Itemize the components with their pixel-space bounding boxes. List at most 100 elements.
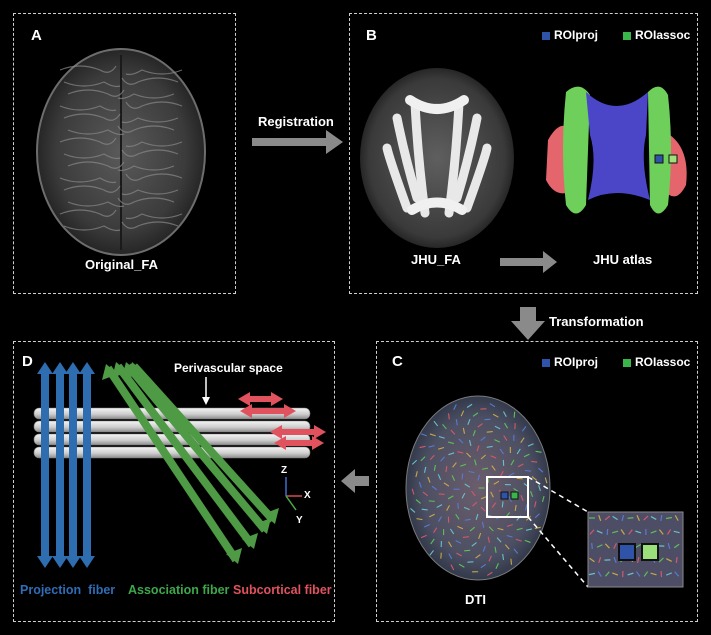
dti-zoom-glyph [589, 557, 595, 563]
legend-b-roiassoc: ROIassoc [623, 28, 690, 42]
dti-glyph [457, 451, 464, 454]
fa-texture-stroke [59, 65, 117, 73]
dti-glyph [516, 527, 523, 531]
dti-glyph [472, 430, 476, 437]
roi-assoc-marker [668, 154, 678, 164]
dti-glyph [428, 445, 435, 448]
dti-glyph [544, 477, 548, 484]
dti-glyph [515, 538, 522, 542]
dti-glyph [490, 455, 497, 459]
dti-glyph [472, 412, 479, 417]
dti-zoom-glyph [658, 529, 664, 535]
dti-glyph [471, 542, 477, 547]
dti-glyph [450, 564, 455, 571]
dti-glyph [438, 435, 445, 439]
dti-glyph [534, 526, 541, 530]
dti-glyph [523, 453, 530, 458]
dti-glyph [489, 403, 496, 408]
dti-glyph [521, 426, 527, 432]
projection-fiber-label: Projection fiber [20, 583, 116, 597]
dti-glyph [534, 501, 537, 508]
dti-glyph [464, 518, 471, 521]
dti-glyph [419, 445, 426, 449]
fa-texture-stroke [63, 81, 121, 88]
fa-texture-stroke [121, 77, 179, 85]
dti-glyph [520, 437, 525, 444]
dti-zoom-glyph [673, 530, 680, 534]
dti-glyph [457, 525, 464, 530]
fa-texture-stroke [117, 93, 175, 100]
dti-zoom-glyph [613, 543, 617, 549]
subcortical-fiber [250, 408, 286, 414]
dti-glyph [468, 439, 472, 446]
dti-glyph [508, 496, 512, 503]
association-fiber-tail [255, 518, 271, 534]
dti-glyph [447, 441, 454, 445]
dti-glyph [504, 422, 509, 429]
dti-zoom-glyph [643, 571, 649, 577]
roiassoc-swatch [623, 358, 631, 367]
dti-glyph [482, 545, 486, 552]
dti-glyph [422, 491, 429, 497]
association-fiber-head [102, 364, 118, 380]
dti-glyph [455, 514, 460, 520]
dti-zoom-glyph [627, 517, 634, 519]
subcortical-fiber [284, 440, 314, 446]
dti-glyph [513, 487, 519, 493]
dti-glyph [501, 501, 504, 508]
brain-dti [405, 395, 551, 581]
c-to-d-arrow [341, 469, 369, 493]
dti-glyph [525, 504, 528, 511]
dti-glyph [416, 518, 423, 521]
dti-zoom-glyph [598, 556, 602, 564]
dti-glyph [481, 467, 489, 470]
dti-glyph [493, 480, 500, 485]
dti-zoom-glyph [597, 571, 602, 577]
panel-b-fa-caption: JHU_FA [411, 252, 461, 267]
dti-glyph [415, 499, 421, 504]
projection-fiber [83, 372, 91, 558]
legend-c-roiproj-label: ROIproj [554, 355, 598, 369]
projection-fiber-tail [37, 556, 53, 568]
association-fiber-head [112, 362, 128, 378]
fa-texture-stroke [117, 197, 175, 205]
atlas-association-left [563, 86, 590, 214]
legend-b-roiproj: ROIproj [542, 28, 598, 42]
dti-zoom-glyph [636, 515, 640, 521]
dti-glyph [466, 403, 473, 408]
fa-texture-stroke [63, 225, 121, 232]
dti-glyph [516, 448, 521, 455]
projection-fiber-tail [52, 556, 68, 568]
dti-glyph [531, 460, 538, 463]
dti-glyph [411, 459, 418, 465]
dti-zoom-glyph [627, 572, 634, 576]
subcortical-fiber-tail [271, 392, 283, 406]
subcortical-fiber-head [274, 436, 286, 450]
dti-glyph [423, 466, 427, 473]
panel-b-letter: B [366, 27, 377, 44]
dti-glyph [467, 418, 471, 425]
dti-glyph [480, 496, 487, 500]
dti-zoom-glyph [635, 530, 642, 534]
registration-arrow [252, 130, 343, 154]
panel-a-letter: A [31, 27, 42, 44]
dti-glyph [506, 524, 513, 527]
association-fiber-tail [226, 548, 242, 564]
dti-glyph [488, 555, 492, 562]
dti-zoom-glyph [666, 558, 672, 562]
dti-glyph [491, 465, 496, 471]
dti-glyph [424, 524, 430, 528]
dti-glyph [477, 474, 481, 481]
fa-texture-stroke [67, 89, 125, 97]
legend-b-roiassoc-label: ROIassoc [635, 28, 691, 42]
dti-glyph [480, 563, 487, 569]
dti-glyph [420, 456, 426, 462]
fa-texture-stroke [63, 113, 121, 121]
dti-glyph [514, 504, 517, 512]
association-fiber-tail [242, 533, 258, 549]
dti-zoom-roi-proj [618, 543, 636, 561]
fa-texture-stroke [67, 161, 125, 169]
dti-roi-assoc [510, 491, 519, 500]
dti-glyph [480, 436, 486, 442]
fa-texture-stroke [59, 105, 117, 112]
